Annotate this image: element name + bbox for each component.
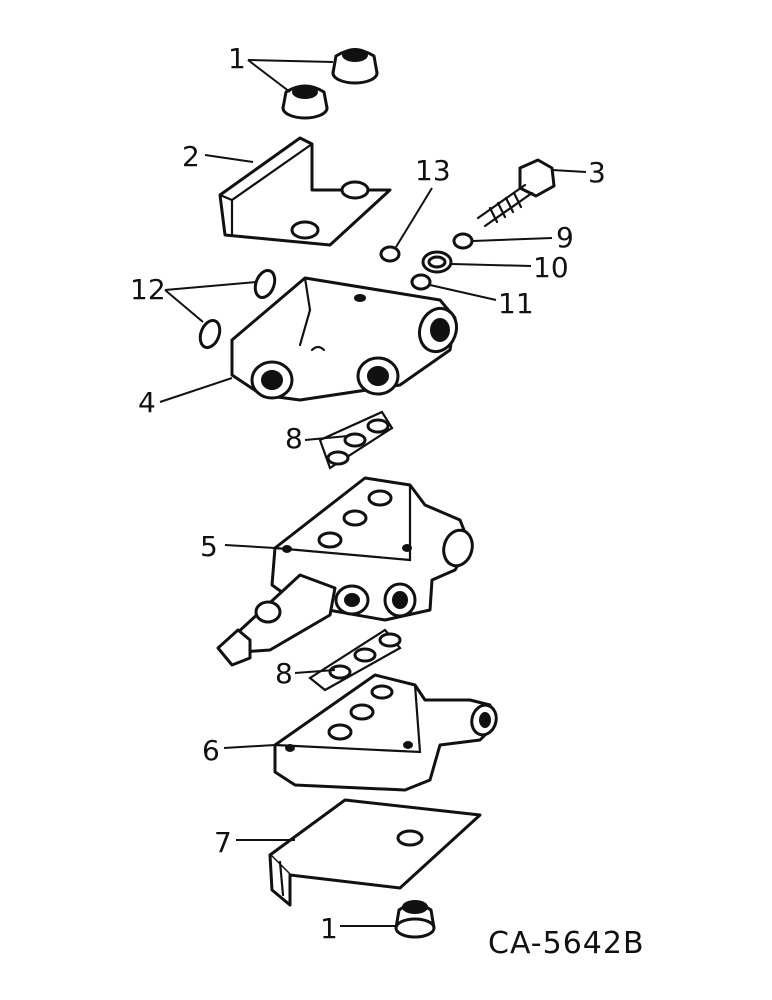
callout-6: 6 [202,734,220,767]
o-ring-part-10 [421,250,453,274]
callout-8-upper: 8 [285,422,303,455]
gasket-part-8-upper [318,410,394,470]
o-ring-part-9 [452,232,474,250]
leader-lines [159,59,587,927]
callout-4: 4 [138,386,156,419]
drawing-number: CA-5642B [488,926,645,961]
o-ring-part-13 [379,245,401,263]
o-ring-part-11 [410,273,432,291]
callout-1-bottom: 1 [320,912,338,945]
callout-labels: 1 2 3 13 9 10 11 12 4 8 5 8 6 7 1 [130,42,606,945]
callout-13: 13 [415,154,451,187]
plug-part-3 [476,158,556,228]
callout-9: 9 [556,221,574,254]
bracket-part-2 [218,136,392,247]
valve-section-part-5 [216,476,474,667]
bushing-part-1-top [281,48,379,120]
callout-5: 5 [200,530,218,563]
callout-2: 2 [182,140,200,173]
callout-10: 10 [533,251,569,284]
callout-11: 11 [498,287,534,320]
end-cover-part-6 [273,673,498,792]
bracket-part-7 [268,798,482,907]
callout-7: 7 [214,826,232,859]
callout-12: 12 [130,273,166,306]
callout-3: 3 [588,156,606,189]
bushing-part-1-bottom [394,900,436,939]
callout-8-lower: 8 [275,657,293,690]
gasket-part-8-lower [308,628,402,692]
callout-1-top: 1 [228,42,246,75]
valve-body-part-4 [230,276,459,402]
o-ring-part-12 [198,268,277,350]
